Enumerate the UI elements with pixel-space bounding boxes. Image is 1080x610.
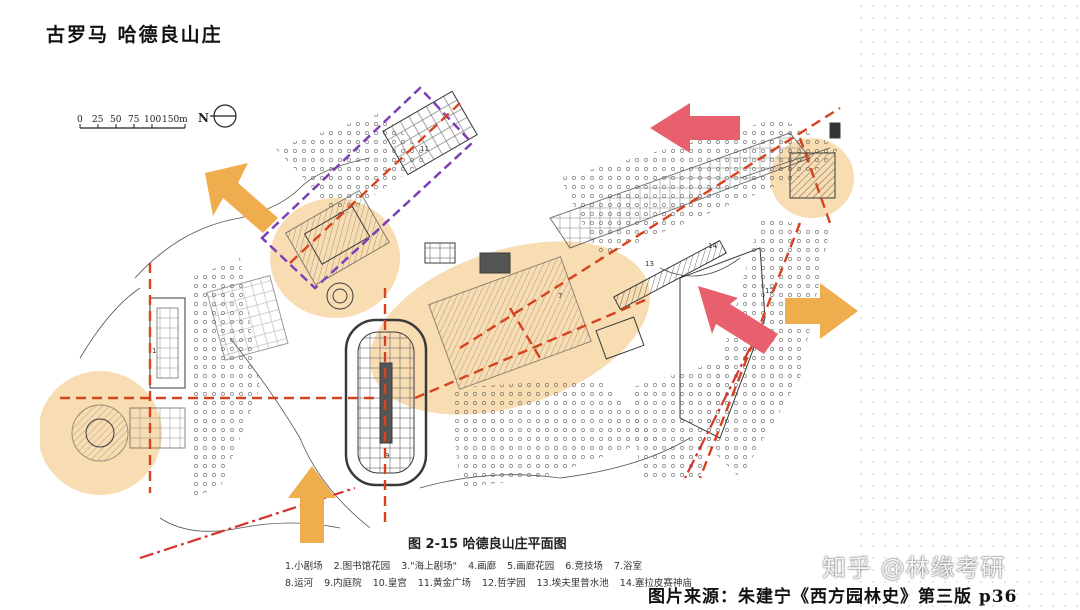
orange-arrow-icon [205, 163, 278, 233]
background-dot-pattern [855, 0, 1080, 610]
plan-number-labels: 11 1 9 7 13 14 12 [152, 145, 774, 460]
plan-number: 7 [558, 292, 562, 300]
figure-caption: 图 2-15 哈德良山庄平面图 [408, 537, 567, 552]
legend-item: 14.塞拉皮赛神庙 [619, 578, 692, 589]
legend-item: 7.浴室 [613, 561, 642, 572]
scale-bar: 0 25 50 75 100 150m N [77, 104, 237, 129]
watermark: 知乎 @林缘考研 [822, 554, 1006, 582]
north-label: N [198, 111, 209, 125]
axis-lines [60, 102, 841, 528]
site-plan: 0 25 50 75 100 150m N [40, 58, 870, 598]
orange-arrow-icon [288, 466, 336, 543]
plan-buildings [71, 90, 841, 487]
plan-number: 14 [708, 242, 717, 250]
pink-arrow-icon [650, 103, 740, 153]
legend-item: 5.画廊花园 [507, 561, 555, 572]
orange-arrows [205, 163, 858, 543]
pink-arrows [650, 103, 778, 354]
scale-tick: 75 [128, 115, 140, 125]
legend-item: 4.画廊 [468, 561, 497, 572]
scale-tick: 0 [77, 115, 83, 125]
legend-item: 3."海上剧场" [401, 561, 458, 572]
plan-number: 13 [645, 260, 654, 268]
legend-item: 13.埃夫里普水池 [536, 578, 609, 589]
legend-item: 12.哲学园 [482, 578, 526, 589]
legend-item: 9.内庭院 [324, 578, 362, 589]
legend-item: 11.黄金广场 [417, 578, 471, 589]
scale-tick: 50 [110, 115, 122, 125]
scale-tick: 25 [92, 115, 104, 125]
purple-dashed-box [260, 86, 474, 290]
legend: 1.小剧场 2.图书馆花园 3."海上剧场" 4.画廊 5.画廊花园 6.竞技场… [285, 558, 705, 592]
plan-number: 9 [385, 452, 389, 460]
pink-arrow-icon [698, 286, 778, 354]
scale-tick: 100 [144, 115, 161, 125]
plan-number: 12 [765, 287, 774, 295]
legend-item: 2.图书馆花园 [333, 561, 391, 572]
legend-item: 1.小剧场 [285, 561, 323, 572]
source-credit: 图片来源：朱建宁《西方园林史》第三版 p36 [648, 587, 1018, 607]
legend-item: 8.运河 [285, 578, 314, 589]
scale-tick: 150m [162, 115, 188, 125]
plan-number: 1 [152, 347, 156, 355]
legend-item: 10.皇宫 [372, 578, 407, 589]
orange-arrow-icon [785, 283, 858, 339]
page-title: 古罗马 哈德良山庄 [46, 24, 223, 46]
legend-item: 6.竞技场 [565, 561, 603, 572]
plan-number: 11 [420, 145, 429, 153]
